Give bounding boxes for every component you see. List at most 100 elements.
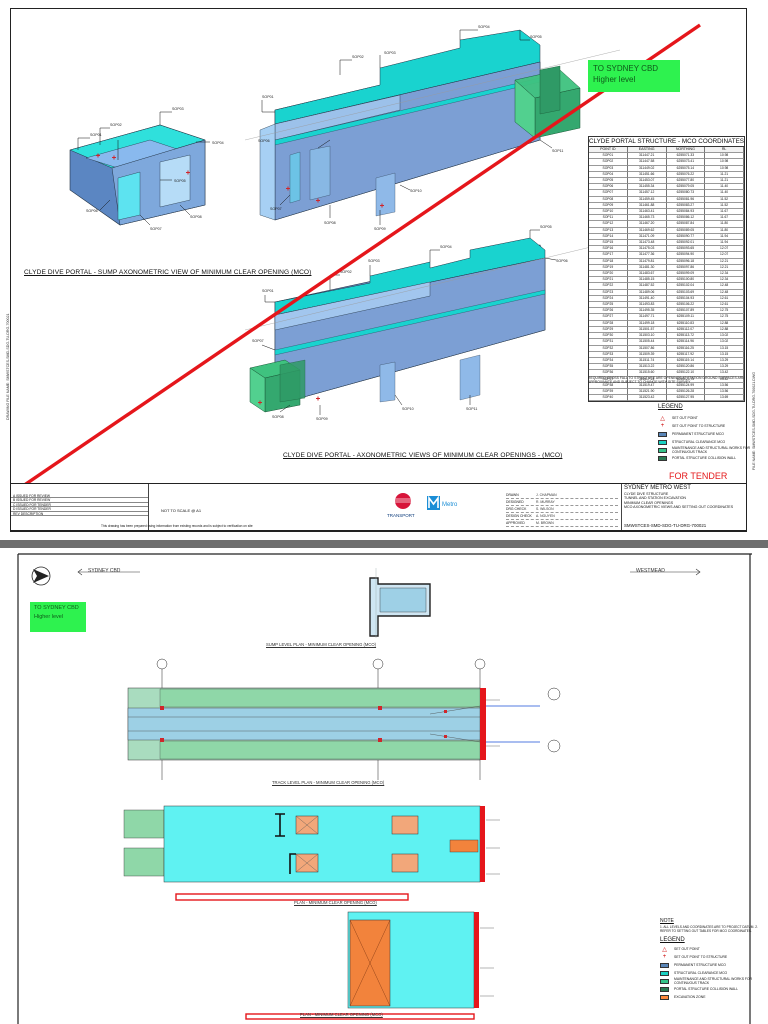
legend-heading: LEGEND [660,937,685,943]
mco-plan-1 [123,805,485,901]
track-level-plan [127,687,540,761]
legend-item: PORTAL STRUCTURE COLLISION WALL [660,985,760,993]
table-cell: 311521.90 [627,388,667,396]
svg-text:SOP10: SOP10 [410,189,422,193]
table-cell: 6255084.93 [666,209,706,216]
legend-label: STRUCTURAL CLEARANCE MCO [674,971,728,975]
table-cell: 6255112.07 [666,326,706,334]
approval-name: J. CHAPMAN [536,493,557,497]
legend-item: MAINTENANCE AND STRUCTURAL WORKS FOR CON… [658,446,754,454]
svg-text:SOP03: SOP03 [384,51,396,55]
sump-plan-caption: SUMP LEVEL PLAN - MINIMUM CLEAR OPENING … [266,642,377,647]
table-cell: 12.07 [705,252,744,259]
table-cell: 10.98 [705,153,744,160]
table-cell: 6255080.73 [666,190,706,197]
table-cell: 311447.21 [627,153,667,160]
svg-text:SOP02: SOP02 [110,123,122,127]
revision-row: REV DESCRIPTION [11,512,148,516]
drawing-description-2: TUNNEL AND STATION EXCAVATION [624,496,687,501]
table-cell: 311467.20 [627,221,667,228]
svg-text:SOP01: SOP01 [262,289,274,293]
table-cell: SOP32 [589,345,628,352]
table-header: POINT ID EASTING NORTHING RL [589,147,744,154]
table-cell: 13.15 [705,345,744,352]
table-cell: 6255124.99 [666,382,706,389]
plan-1-caption: PLAN - MINIMUM CLEAR OPENING (MCO) [294,900,377,905]
table-cell: SOP34 [589,357,628,365]
legend-swatch [660,962,669,968]
table-cell: 311469.62 [627,227,667,234]
table-cell: SOP15 [589,240,628,247]
direction-label-left: SYDNEY CBD [88,568,121,574]
table-cell: 311491.40 [627,295,667,303]
direction-tag-line2: Higher level [593,75,636,84]
table-cell: 311447.58 [627,159,667,166]
axonometric-view-caption: CLYDE DIVE PORTAL - AXONOMETRIC VIEWS OF… [283,452,563,459]
table-cell: SOP33 [589,351,628,358]
approval-name: A. NGUYEN [536,514,555,518]
table-cell: 311473.48 [627,240,667,247]
legend-heading: LEGEND [658,404,683,410]
table-cell: SOP03 [589,165,628,172]
revision-row: A ISSUED FOR REVIEW [11,494,148,499]
legend-item: +SET OUT POINT TO STRUCTURE [658,422,754,430]
table-cell: 6255102.04 [666,283,706,290]
table-cell: 311493.83 [627,302,667,309]
mco-plan-2 [245,911,479,1020]
approval-role: DESIGNED [506,500,524,504]
table-cell: SOP35 [589,364,628,371]
legend-symbol-icon: + [660,423,665,429]
north-arrow-icon [31,566,51,586]
table-cell: 6255123.75 [666,376,706,383]
table-cell: 11.67 [705,209,744,216]
table-cell: SOP04 [589,171,628,179]
svg-text:SOP05: SOP05 [174,179,186,183]
table-cell: 311463.41 [627,209,667,216]
legend-label: MAINTENANCE AND STRUCTURAL WORKS FOR CON… [672,446,751,454]
table-cell: SOP25 [589,302,628,309]
title-block: A ISSUED FOR REVIEW B ISSUED FOR REVIEW … [10,483,747,531]
direction-tag-line1: TO SYDNEY CBD [34,605,79,611]
legend-swatch [660,994,669,1000]
legend-swatch [660,970,669,976]
legend-label: STRUCTURAL CLEARANCE MCO [672,440,726,444]
svg-text:SOP05: SOP05 [540,225,552,229]
table-cell: 6255113.72 [666,333,706,340]
table-cell: 12.88 [705,326,744,334]
sump-view-caption: CLYDE DIVE PORTAL - SUMP AXONOMETRIC VIE… [24,269,312,276]
table-cell: SOP08 [589,196,628,203]
table-cell: 311471.09 [627,233,667,241]
svg-text:SOP04: SOP04 [478,25,490,29]
svg-text:SOP05: SOP05 [530,35,542,39]
table-cell: SOP10 [589,209,628,216]
metro-logo-text: Metro [442,502,458,508]
legend-item: STRUCTURAL CLEARANCE MCO [658,438,754,446]
legend-item: △SET OUT POINT [658,414,754,422]
col-header: RL [705,147,744,154]
table-cell: SOP18 [589,258,628,265]
table-cell: SOP38 [589,382,628,389]
table-cell: SOP07 [589,190,628,197]
table-cell: 13.02 [705,333,744,340]
approval-role: APPROVED [506,521,525,525]
approval-role: DRAWN [506,493,519,497]
legend-label: SET OUT POINT [674,947,700,951]
